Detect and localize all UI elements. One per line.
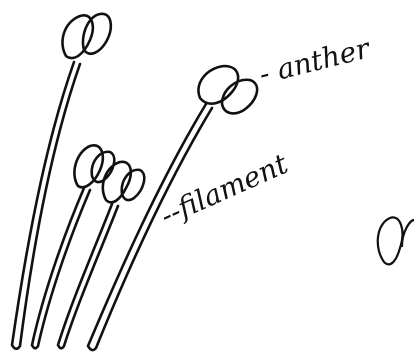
anther-4 bbox=[198, 66, 257, 113]
filament-4 bbox=[88, 104, 212, 350]
filament-3 bbox=[58, 204, 118, 348]
anther-1 bbox=[62, 14, 110, 58]
anther-label: - anther bbox=[256, 31, 375, 91]
stamen-3 bbox=[58, 162, 144, 348]
anther-5 bbox=[378, 217, 414, 264]
filament-1 bbox=[12, 62, 80, 349]
anther-2 bbox=[74, 145, 114, 187]
stamen-5-partial bbox=[378, 217, 414, 264]
anther-3 bbox=[103, 162, 144, 203]
